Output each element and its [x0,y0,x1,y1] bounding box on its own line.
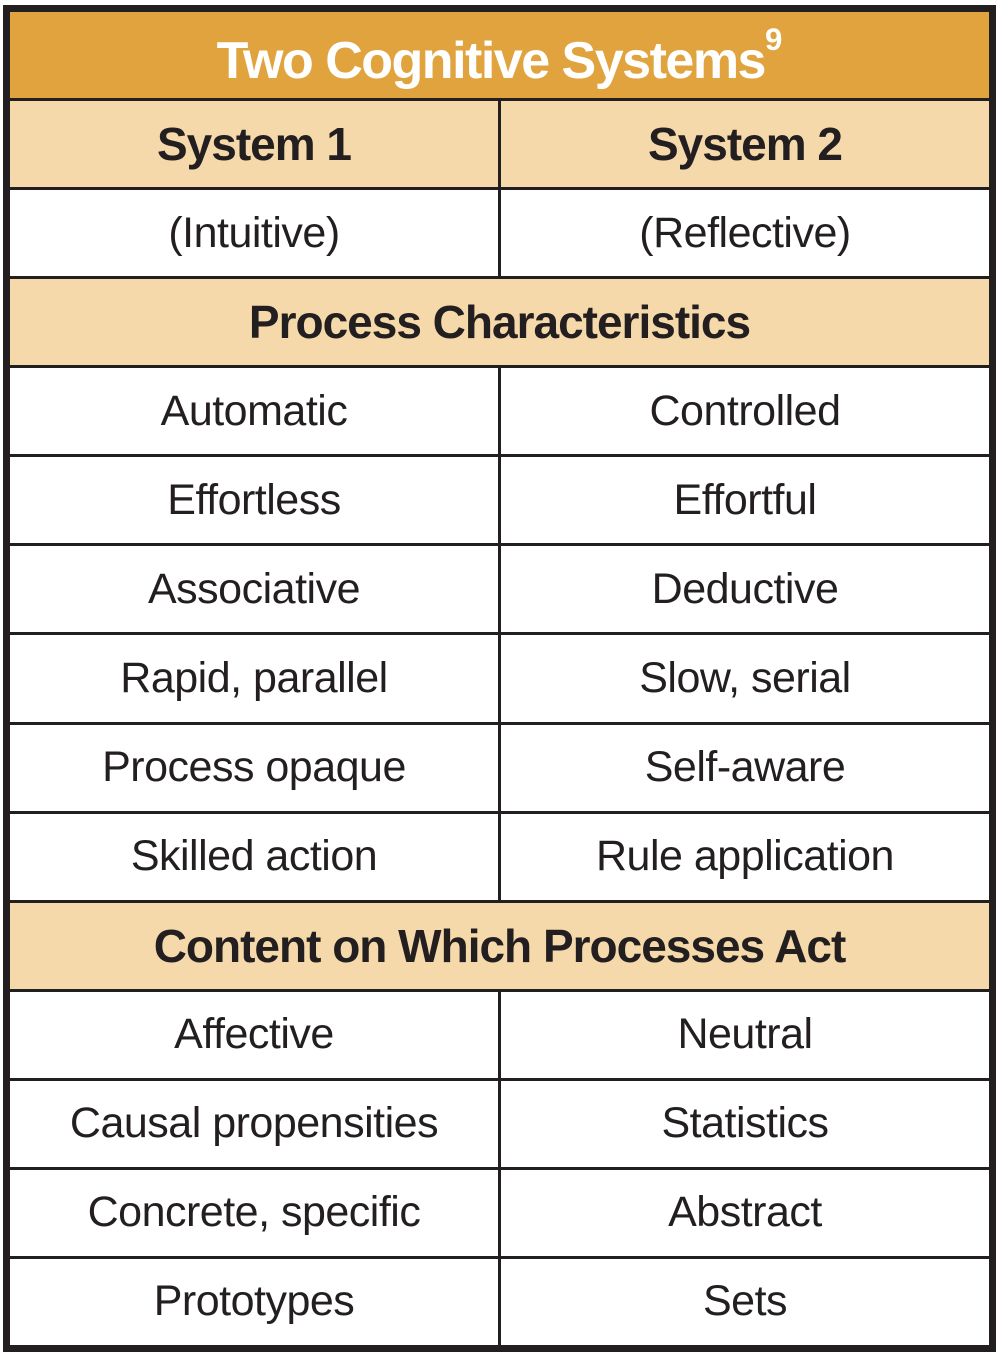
table-row: Automatic Controlled [10,365,989,455]
cell-system1: Rapid, parallel [10,635,501,722]
table-row: Associative Deductive [10,543,989,633]
table-row: Affective Neutral [10,988,989,1078]
table-row: Process opaque Self-aware [10,721,989,811]
table-row: Concrete, specific Abstract [10,1166,989,1256]
column-header-system1: System 1 [10,101,501,188]
table-row: Rapid, parallel Slow, serial [10,632,989,722]
table-row: Causal propensities Statistics [10,1077,989,1167]
cell-system1: Affective [10,991,501,1078]
cell-system1: Prototypes [10,1258,501,1345]
cell-system1: Concrete, specific [10,1169,501,1256]
cell-system2: Statistics [661,1099,829,1148]
table-title-text: Two Cognitive Systems [216,31,767,90]
cell-system1: Automatic [10,368,501,455]
section-header-process-characteristics: Process Characteristics [248,296,751,349]
cell-system2: Neutral [677,1010,813,1059]
cell-system2: Self-aware [644,743,846,792]
cell-system2: Slow, serial [639,653,851,702]
table-row: Skilled action Rule application [10,810,989,900]
cell-system2: Controlled [649,386,842,435]
table-row: Prototypes Sets [10,1255,989,1345]
cell-system2: Rule application [596,832,894,881]
column-subheader-system1: (Intuitive) [10,190,501,277]
cell-system1: Process opaque [10,724,501,811]
column-header-system2: System 2 [647,118,843,171]
cell-system2: Deductive [651,564,839,613]
section-header-content: Content on Which Processes Act [153,919,847,972]
section-header-row-process-characteristics: Process Characteristics [10,276,989,366]
cell-system2: Effortful [673,475,817,524]
cell-system2: Abstract [668,1188,822,1237]
table-title-cell: Two Cognitive Systems9 [10,12,989,98]
cognitive-systems-table: Two Cognitive Systems9 System 1 System 2… [3,5,996,1352]
column-subheader-row: (Intuitive) (Reflective) [10,187,989,277]
table-title-row: Two Cognitive Systems9 [10,12,989,99]
cell-system1: Causal propensities [10,1080,501,1167]
cell-system1: Associative [10,546,501,633]
column-subheader-system2: (Reflective) [639,208,851,257]
column-header-row: System 1 System 2 [10,98,989,188]
footnote-reference: 9 [764,21,783,57]
cell-system2: Sets [702,1277,788,1326]
cell-system1: Skilled action [10,813,501,900]
cell-system1: Effortless [10,457,501,544]
table-title: Two Cognitive Systems9 [216,21,783,90]
section-header-row-content: Content on Which Processes Act [10,899,989,989]
table-row: Effortless Effortful [10,454,989,544]
